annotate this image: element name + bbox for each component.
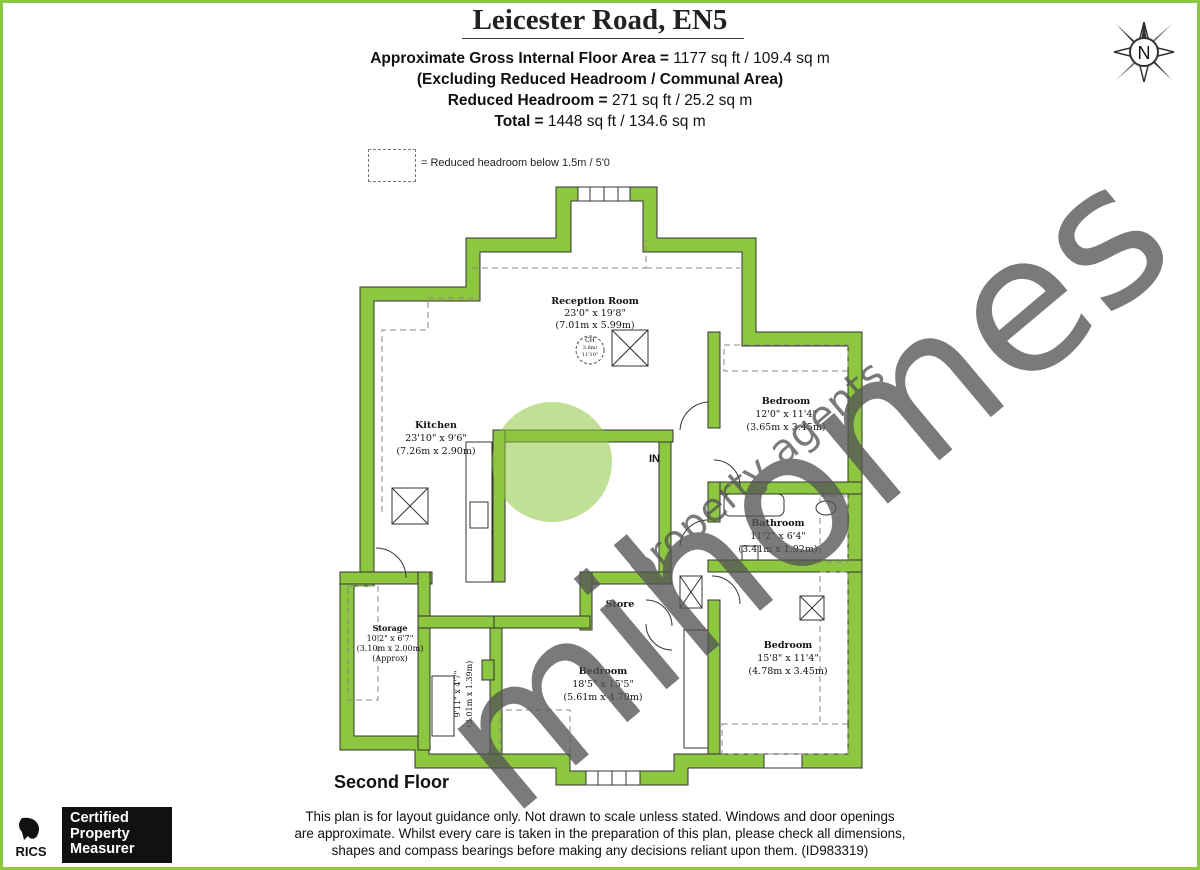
door-swings — [375, 401, 741, 651]
bedroom2-name: Bedroom — [579, 666, 627, 677]
wardrobe — [683, 629, 709, 749]
ensuite-imperial: 9'11" x 4'7" — [453, 671, 462, 718]
gross-area-value: 1177 sq ft / 109.4 sq m — [673, 50, 830, 67]
wall-core-right — [658, 441, 672, 585]
wall-bedroom2-left — [489, 627, 503, 755]
total-area-label: Total = — [494, 113, 548, 130]
reduced-area-label: Reduced Headroom = — [447, 92, 612, 109]
reception-name: Reception Room — [551, 296, 639, 307]
excluding-note-text: (Excluding Reduced Headroom / Communal A… — [416, 71, 784, 88]
bedroom2-metric: (5.61m x 4.70m) — [563, 692, 642, 703]
page-title: Leicester Road, EN5 — [472, 4, 728, 36]
ensuite-metric: (3.01m x 1.39m) — [465, 661, 474, 728]
bedroom2-imperial: 18'5" x 15'5" — [572, 679, 634, 690]
wall-kitchen-reception-core — [492, 429, 674, 443]
reduced-headroom-zones — [347, 240, 849, 755]
bedroom1-imperial: 12'0" x 11'4" — [755, 409, 817, 420]
room-labels: Reception Room 23'0" x 19'8" (7.01m x 5.… — [357, 296, 828, 727]
wall-core-left — [492, 429, 506, 583]
storage-name: Storage — [373, 623, 408, 633]
kitchen-imperial: 23'10" x 9'6" — [405, 433, 467, 444]
excluding-note: (Excluding Reduced Headroom / Communal A… — [0, 71, 1200, 89]
kitchen-metric: (7.26m x 2.90m) — [396, 446, 475, 457]
title-underline — [462, 38, 744, 39]
window-bedroom2 — [585, 770, 641, 786]
reduced-headroom-legend-swatch — [368, 149, 416, 182]
cert-line-2: Property — [70, 825, 130, 842]
fixtures — [391, 329, 837, 749]
kitchen-name: Kitchen — [415, 420, 457, 431]
floor-label: Second Floor — [334, 772, 450, 792]
disclaimer-line-3: shapes and compass bearings before makin… — [331, 843, 869, 858]
reduced-area-value: 271 sq ft / 25.2 sq m — [611, 92, 753, 109]
rics-text: RICS — [15, 844, 46, 859]
reduced-headroom-legend-text: = Reduced headroom below 1.5m / 5'0 — [421, 157, 610, 169]
cert-line-3: Measurer — [70, 841, 135, 857]
wall-ensuite-mid — [481, 659, 495, 681]
bedroom3-imperial: 15'8" x 11'4" — [757, 653, 819, 664]
ceiling-height-label: CH — [585, 337, 595, 344]
storage-metric: (3.10m x 2.00m) — [357, 644, 424, 653]
compass-letter: N — [1138, 43, 1151, 63]
reduced-area-line: Reduced Headroom = 271 sq ft / 25.2 sq m — [0, 92, 1200, 110]
total-area-line: Total = 1448 sq ft / 134.6 sq m — [0, 113, 1200, 131]
bedroom1-metric: (3.65m x 3.45m) — [746, 422, 825, 433]
store-name: Store — [606, 599, 635, 610]
storage-imperial: 10'2" x 6'7" — [367, 634, 414, 643]
disclaimer-line-2: are approximate. Whilst every care is ta… — [294, 826, 906, 841]
wall-bedroom1-bottom — [707, 481, 863, 495]
rics-logo: RICS — [15, 817, 47, 859]
wall-bathroom-left — [707, 481, 721, 523]
window-bedroom3 — [763, 753, 803, 769]
reception-imperial: 23'0" x 19'8" — [564, 308, 626, 319]
wall-bedroom1-left — [707, 331, 721, 429]
wall-storage-top — [339, 571, 433, 585]
wall-core-bottom — [579, 571, 672, 585]
entrance-label: IN — [649, 453, 660, 465]
windows — [577, 186, 803, 786]
disclaimer: This plan is for layout guidance only. N… — [270, 808, 930, 859]
kitchen-sink — [469, 501, 489, 529]
bedroom3-name: Bedroom — [764, 640, 812, 651]
ceiling-height-imperial: 11'10" — [582, 352, 598, 358]
wall-bedroom2-top — [493, 615, 591, 629]
ensuite-shower — [431, 675, 455, 737]
rics-lion-icon — [19, 817, 40, 840]
bedroom3-metric: (4.78m x 3.45m) — [748, 666, 827, 677]
wall-bathroom-bottom — [707, 559, 863, 573]
gross-area-line: Approximate Gross Internal Floor Area = … — [0, 50, 1200, 68]
bedroom1-name: Bedroom — [762, 396, 810, 407]
wall-storage-right — [417, 571, 431, 751]
bathroom-metric: (3.41m x 1.92m) — [738, 544, 817, 555]
cert-line-1: Certified — [70, 810, 129, 826]
bathroom-basin — [741, 545, 759, 561]
gross-area-label: Approximate Gross Internal Floor Area = — [370, 50, 674, 67]
wall-bedroom3-left — [707, 599, 721, 755]
disclaimer-line-1: This plan is for layout guidance only. N… — [305, 809, 895, 824]
wall-hall-bottom — [417, 615, 503, 629]
storage-note: (Approx) — [372, 654, 407, 663]
bathtub — [723, 493, 785, 517]
bathroom-name: Bathroom — [751, 518, 804, 529]
compass-icon: N — [1113, 21, 1175, 83]
certified-badge: Certified Property Measurer — [62, 807, 172, 863]
bathroom-imperial: 11'2" x 6'4" — [750, 531, 806, 542]
reception-metric: (7.01m x 5.99m) — [555, 320, 634, 331]
total-area-value: 1448 sq ft / 134.6 sq m — [547, 113, 706, 130]
ceiling-height-metric: 3.6m/ — [583, 345, 598, 351]
